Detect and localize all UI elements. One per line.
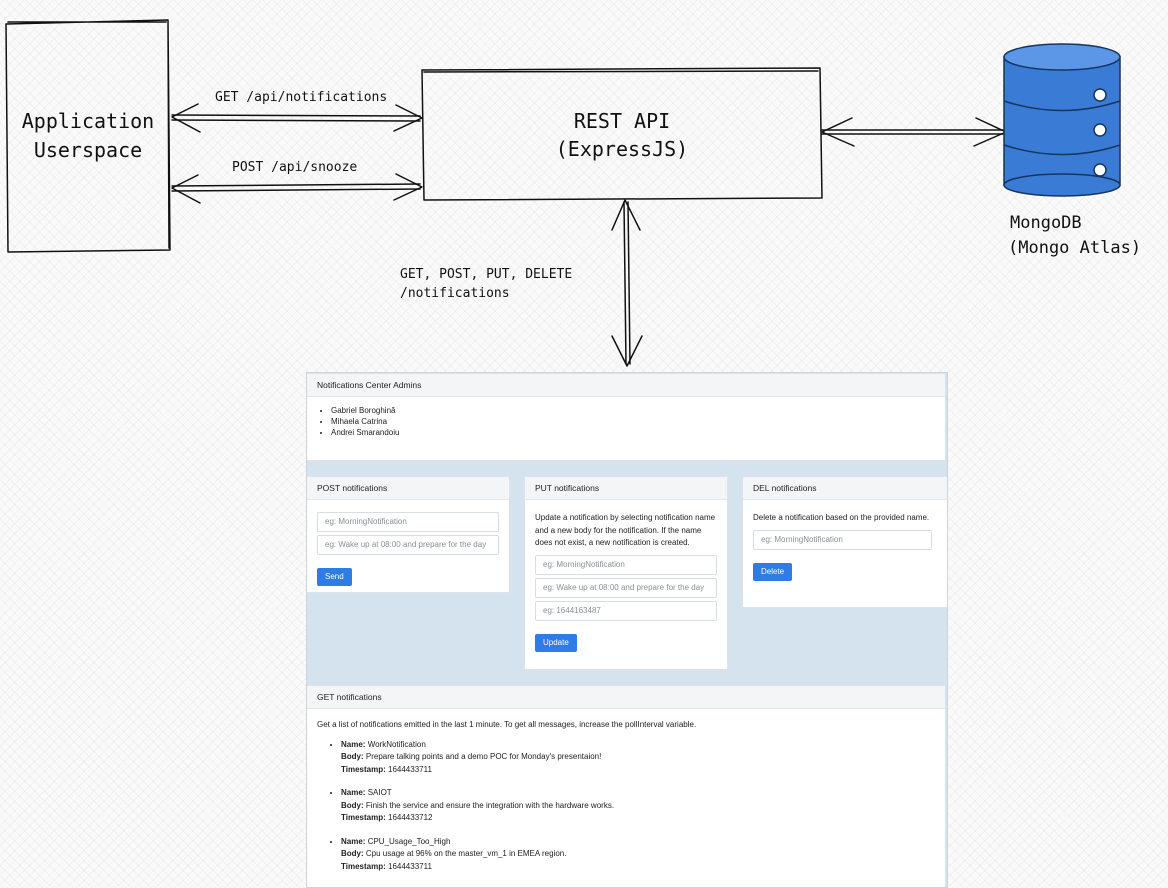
- notification-timestamp: 1644433712: [388, 813, 433, 822]
- get-description: Get a list of notifications emitted in t…: [317, 720, 697, 729]
- edge-label-admin-path: /notifications: [400, 286, 510, 301]
- edge-get-notifications: [171, 103, 423, 133]
- post-card-title: POST notifications: [307, 477, 509, 500]
- notification-body: Finish the service and ensure the integr…: [365, 800, 615, 810]
- put-description: Update a notification by selecting notif…: [535, 513, 716, 547]
- del-card: DEL notifications Delete a notification …: [742, 476, 947, 608]
- rest-api-box: [421, 67, 823, 201]
- put-card-title: PUT notifications: [525, 477, 727, 500]
- post-card: POST notifications eg: MorningNotificati…: [307, 476, 510, 593]
- edge-label-get-notifications: GET /api/notifications: [215, 90, 387, 105]
- get-card: GET notifications Get a list of notifica…: [307, 685, 945, 887]
- app-label-line2: Userspace: [34, 138, 142, 162]
- del-card-title: DEL notifications: [743, 477, 947, 500]
- edge-label-post-snooze: POST /api/snooze: [232, 160, 357, 175]
- delete-button[interactable]: Delete: [753, 562, 793, 581]
- admins-card-title: Notifications Center Admins: [307, 374, 945, 397]
- db-label-line2: (Mongo Atlas): [1008, 238, 1141, 258]
- update-button[interactable]: Update: [535, 633, 577, 652]
- put-timestamp-input[interactable]: eg: 1644163487: [535, 600, 717, 621]
- admin-item: Mihaela Catrina: [331, 416, 935, 427]
- admin-item: Gabriel Boroghină: [331, 405, 935, 416]
- notification-name: CPU_Usage_Too_High: [367, 836, 451, 846]
- api-label-line1: REST API: [574, 109, 670, 133]
- edge-label-admin-methods: GET, POST, PUT, DELETE: [400, 267, 572, 282]
- post-name-input[interactable]: eg: MorningNotification: [317, 512, 499, 532]
- edge-api-admin: [611, 199, 643, 367]
- admins-card: Notifications Center Admins Gabriel Boro…: [307, 373, 945, 461]
- application-box: [5, 19, 171, 253]
- notification-body: Cpu usage at 96% on the master_vm_1 in E…: [365, 849, 567, 858]
- notification-timestamp: 1644433711: [388, 861, 432, 871]
- app-label-line1: Application: [22, 109, 154, 133]
- put-body-input[interactable]: eg: Wake up at 08:00 and prepare for the…: [535, 577, 717, 598]
- edge-post-snooze: [171, 173, 423, 204]
- notification-name: WorkNotification: [367, 739, 426, 749]
- get-card-title: GET notifications: [307, 686, 945, 709]
- post-body-input[interactable]: eg: Wake up at 08:00 and prepare for the…: [317, 535, 499, 555]
- notification-body: Prepare talking points and a demo POC fo…: [365, 752, 602, 761]
- del-name-input[interactable]: eg: MorningNotification: [753, 529, 932, 550]
- api-label-line2: (ExpressJS): [556, 137, 688, 161]
- edge-api-db: [821, 117, 1007, 147]
- db-label-line1: MongoDB: [1010, 213, 1082, 233]
- put-card: PUT notifications Update a notification …: [524, 476, 728, 670]
- admin-page-screenshot: Notifications Center Admins Gabriel Boro…: [306, 372, 948, 888]
- send-button[interactable]: Send: [317, 568, 352, 586]
- notification-item: Name: SAIOT Body: Finish the service and…: [341, 787, 935, 825]
- notification-timestamp: 1644433711: [388, 764, 432, 774]
- admins-list: Gabriel Boroghină Mihaela Catrina Andrei…: [317, 405, 935, 438]
- database-icon: [1003, 43, 1121, 197]
- notifications-list: Name: WorkNotification Body: Prepare tal…: [317, 739, 935, 874]
- notification-item: Name: CPU_Usage_Too_High Body: Cpu usage…: [341, 836, 935, 874]
- notification-name: SAIOT: [367, 788, 392, 797]
- put-name-input[interactable]: eg: MorningNotification: [535, 554, 717, 575]
- admin-item: Andrei Smarandoiu: [331, 427, 935, 438]
- notification-item: Name: WorkNotification Body: Prepare tal…: [341, 739, 935, 777]
- del-description: Delete a notification based on the provi…: [753, 513, 930, 522]
